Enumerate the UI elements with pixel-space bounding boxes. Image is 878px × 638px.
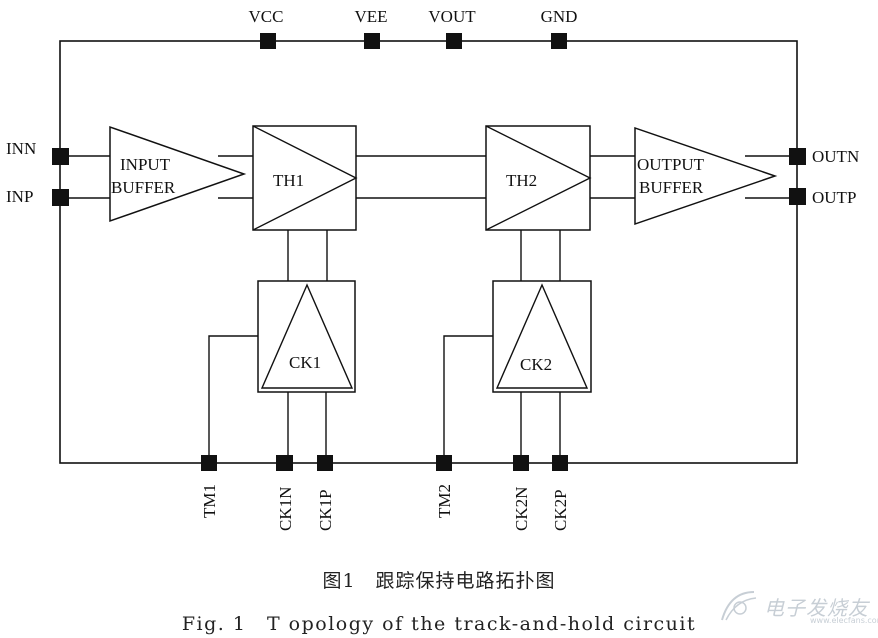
output-buffer-label-line2: BUFFER bbox=[639, 178, 704, 197]
pin-label-tm2: TM2 bbox=[435, 484, 454, 518]
ck1-block: CK1 bbox=[257, 280, 356, 393]
pin-label-vcc: VCC bbox=[249, 7, 284, 26]
signal-wires bbox=[69, 155, 789, 199]
pin-label-inn: INN bbox=[6, 139, 36, 158]
pin-label-ck1p: CK1P bbox=[316, 489, 335, 531]
chip-boundary bbox=[59, 40, 798, 464]
pin-outp bbox=[789, 188, 806, 205]
output-buffer: OUTPUT BUFFER bbox=[634, 126, 778, 226]
pin-inn bbox=[52, 148, 69, 165]
pin-gnd bbox=[551, 33, 567, 49]
pin-tm1 bbox=[201, 455, 217, 471]
watermark-url: www.elecfans.com bbox=[810, 616, 878, 625]
bottom-wires bbox=[208, 335, 561, 455]
bottom-pins: TM1 CK1N CK1P TM2 CK2N CK2P bbox=[200, 455, 570, 531]
input-buffer-label-line1: INPUT bbox=[120, 155, 171, 174]
th1-label: TH1 bbox=[273, 171, 304, 190]
pin-vcc bbox=[260, 33, 276, 49]
output-buffer-label-line1: OUTPUT bbox=[637, 155, 705, 174]
ck1-label: CK1 bbox=[289, 353, 321, 372]
figure-caption-english: Fig. 1 T opology of the track-and-hold c… bbox=[181, 613, 697, 635]
pin-inp bbox=[52, 189, 69, 206]
watermark-text: 电子发烧友 bbox=[764, 596, 869, 620]
pin-ck1p bbox=[317, 455, 333, 471]
pin-label-outp: OUTP bbox=[812, 188, 856, 207]
pin-label-ck1n: CK1N bbox=[276, 487, 295, 531]
input-buffer-label-line2: BUFFER bbox=[111, 178, 176, 197]
pin-tm2 bbox=[436, 455, 452, 471]
pin-label-ck2p: CK2P bbox=[551, 489, 570, 531]
pin-label-outn: OUTN bbox=[812, 147, 859, 166]
pin-outn bbox=[789, 148, 806, 165]
pin-vee bbox=[364, 33, 380, 49]
watermark-logo: 电子发烧友 www.elecfans.com bbox=[716, 584, 878, 628]
input-buffer: INPUT BUFFER bbox=[109, 125, 247, 223]
right-pins: OUTN OUTP bbox=[789, 147, 859, 207]
left-pins: INN INP bbox=[6, 139, 69, 206]
pin-vout bbox=[446, 33, 462, 49]
pin-label-vout: VOUT bbox=[428, 7, 476, 26]
track-and-hold-topology-diagram: VCC VEE VOUT GND INN INP OUTN OUTP INPUT… bbox=[6, 7, 859, 531]
th2-label: TH2 bbox=[506, 171, 537, 190]
pin-label-gnd: GND bbox=[541, 7, 578, 26]
figure-caption-chinese: 图1 跟踪保持电路拓扑图 bbox=[322, 570, 556, 592]
top-pins: VCC VEE VOUT GND bbox=[249, 7, 578, 49]
pin-label-vee: VEE bbox=[354, 7, 387, 26]
ck2-label: CK2 bbox=[520, 355, 552, 374]
pin-label-ck2n: CK2N bbox=[512, 487, 531, 531]
pin-label-tm1: TM1 bbox=[200, 484, 219, 518]
clock-links bbox=[287, 230, 561, 281]
watermark-icon bbox=[721, 591, 757, 621]
th2-block: TH2 bbox=[485, 125, 592, 231]
th1-block: TH1 bbox=[252, 125, 358, 231]
ck2-block: CK2 bbox=[492, 280, 592, 393]
pin-ck2p bbox=[552, 455, 568, 471]
pin-ck2n bbox=[513, 455, 529, 471]
pin-ck1n bbox=[276, 455, 293, 471]
pin-label-inp: INP bbox=[6, 187, 33, 206]
